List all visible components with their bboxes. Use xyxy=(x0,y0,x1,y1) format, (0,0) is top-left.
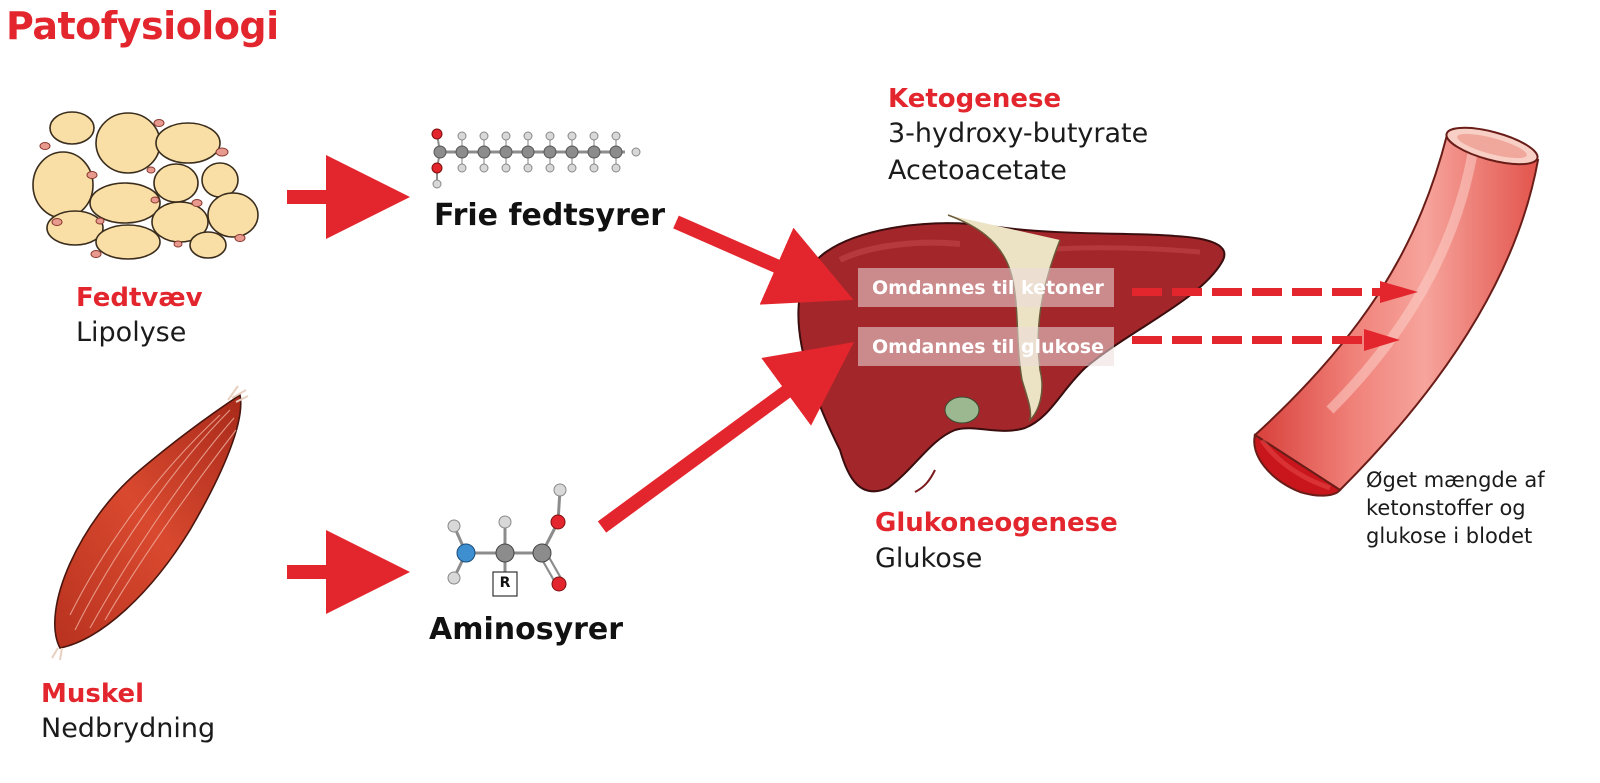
fat-tissue-sub: Lipolyse xyxy=(76,317,187,348)
fatty-acids-label: Frie fedtsyrer xyxy=(434,198,666,233)
fat-tissue-heading: Fedtvæv xyxy=(76,283,203,313)
blood-note-line1: Øget mængde af xyxy=(1366,468,1545,492)
page-title: Patofysiologi xyxy=(6,4,279,48)
blood-vessel-icon xyxy=(1253,126,1540,497)
ketogenesis-line2: Acetoacetate xyxy=(888,155,1067,186)
muscle-heading: Muskel xyxy=(41,679,144,709)
fatty-acid-molecule-icon xyxy=(431,128,641,189)
muscle-sub: Nedbrydning xyxy=(41,713,216,744)
gluconeogenesis-heading: Glukoneogenese xyxy=(875,508,1118,538)
ketogenesis-heading: Ketogenese xyxy=(888,84,1062,114)
liver-glucose-box: Omdannes til glukose xyxy=(858,327,1114,366)
fat-tissue-icon xyxy=(32,111,259,260)
blood-note-line2: ketonstoffer og xyxy=(1366,496,1526,520)
amino-acid-molecule-icon xyxy=(447,483,567,597)
arrow-fattyacids-to-liver xyxy=(673,215,854,305)
liver-ketones-box: Omdannes til ketoner xyxy=(858,268,1114,307)
gluconeogenesis-line1: Glukose xyxy=(875,543,983,574)
arrow-aminoacids-to-liver xyxy=(597,342,854,533)
amino-acids-label: Aminosyrer xyxy=(429,612,624,647)
muscle-icon xyxy=(51,385,249,661)
blood-note-line3: glukose i blodet xyxy=(1366,524,1533,548)
ketogenesis-line1: 3-hydroxy-butyrate xyxy=(888,118,1149,149)
dashed-arrows xyxy=(1132,281,1418,351)
flow-arrows xyxy=(287,155,854,614)
amino-r-group-label: R xyxy=(499,575,511,591)
